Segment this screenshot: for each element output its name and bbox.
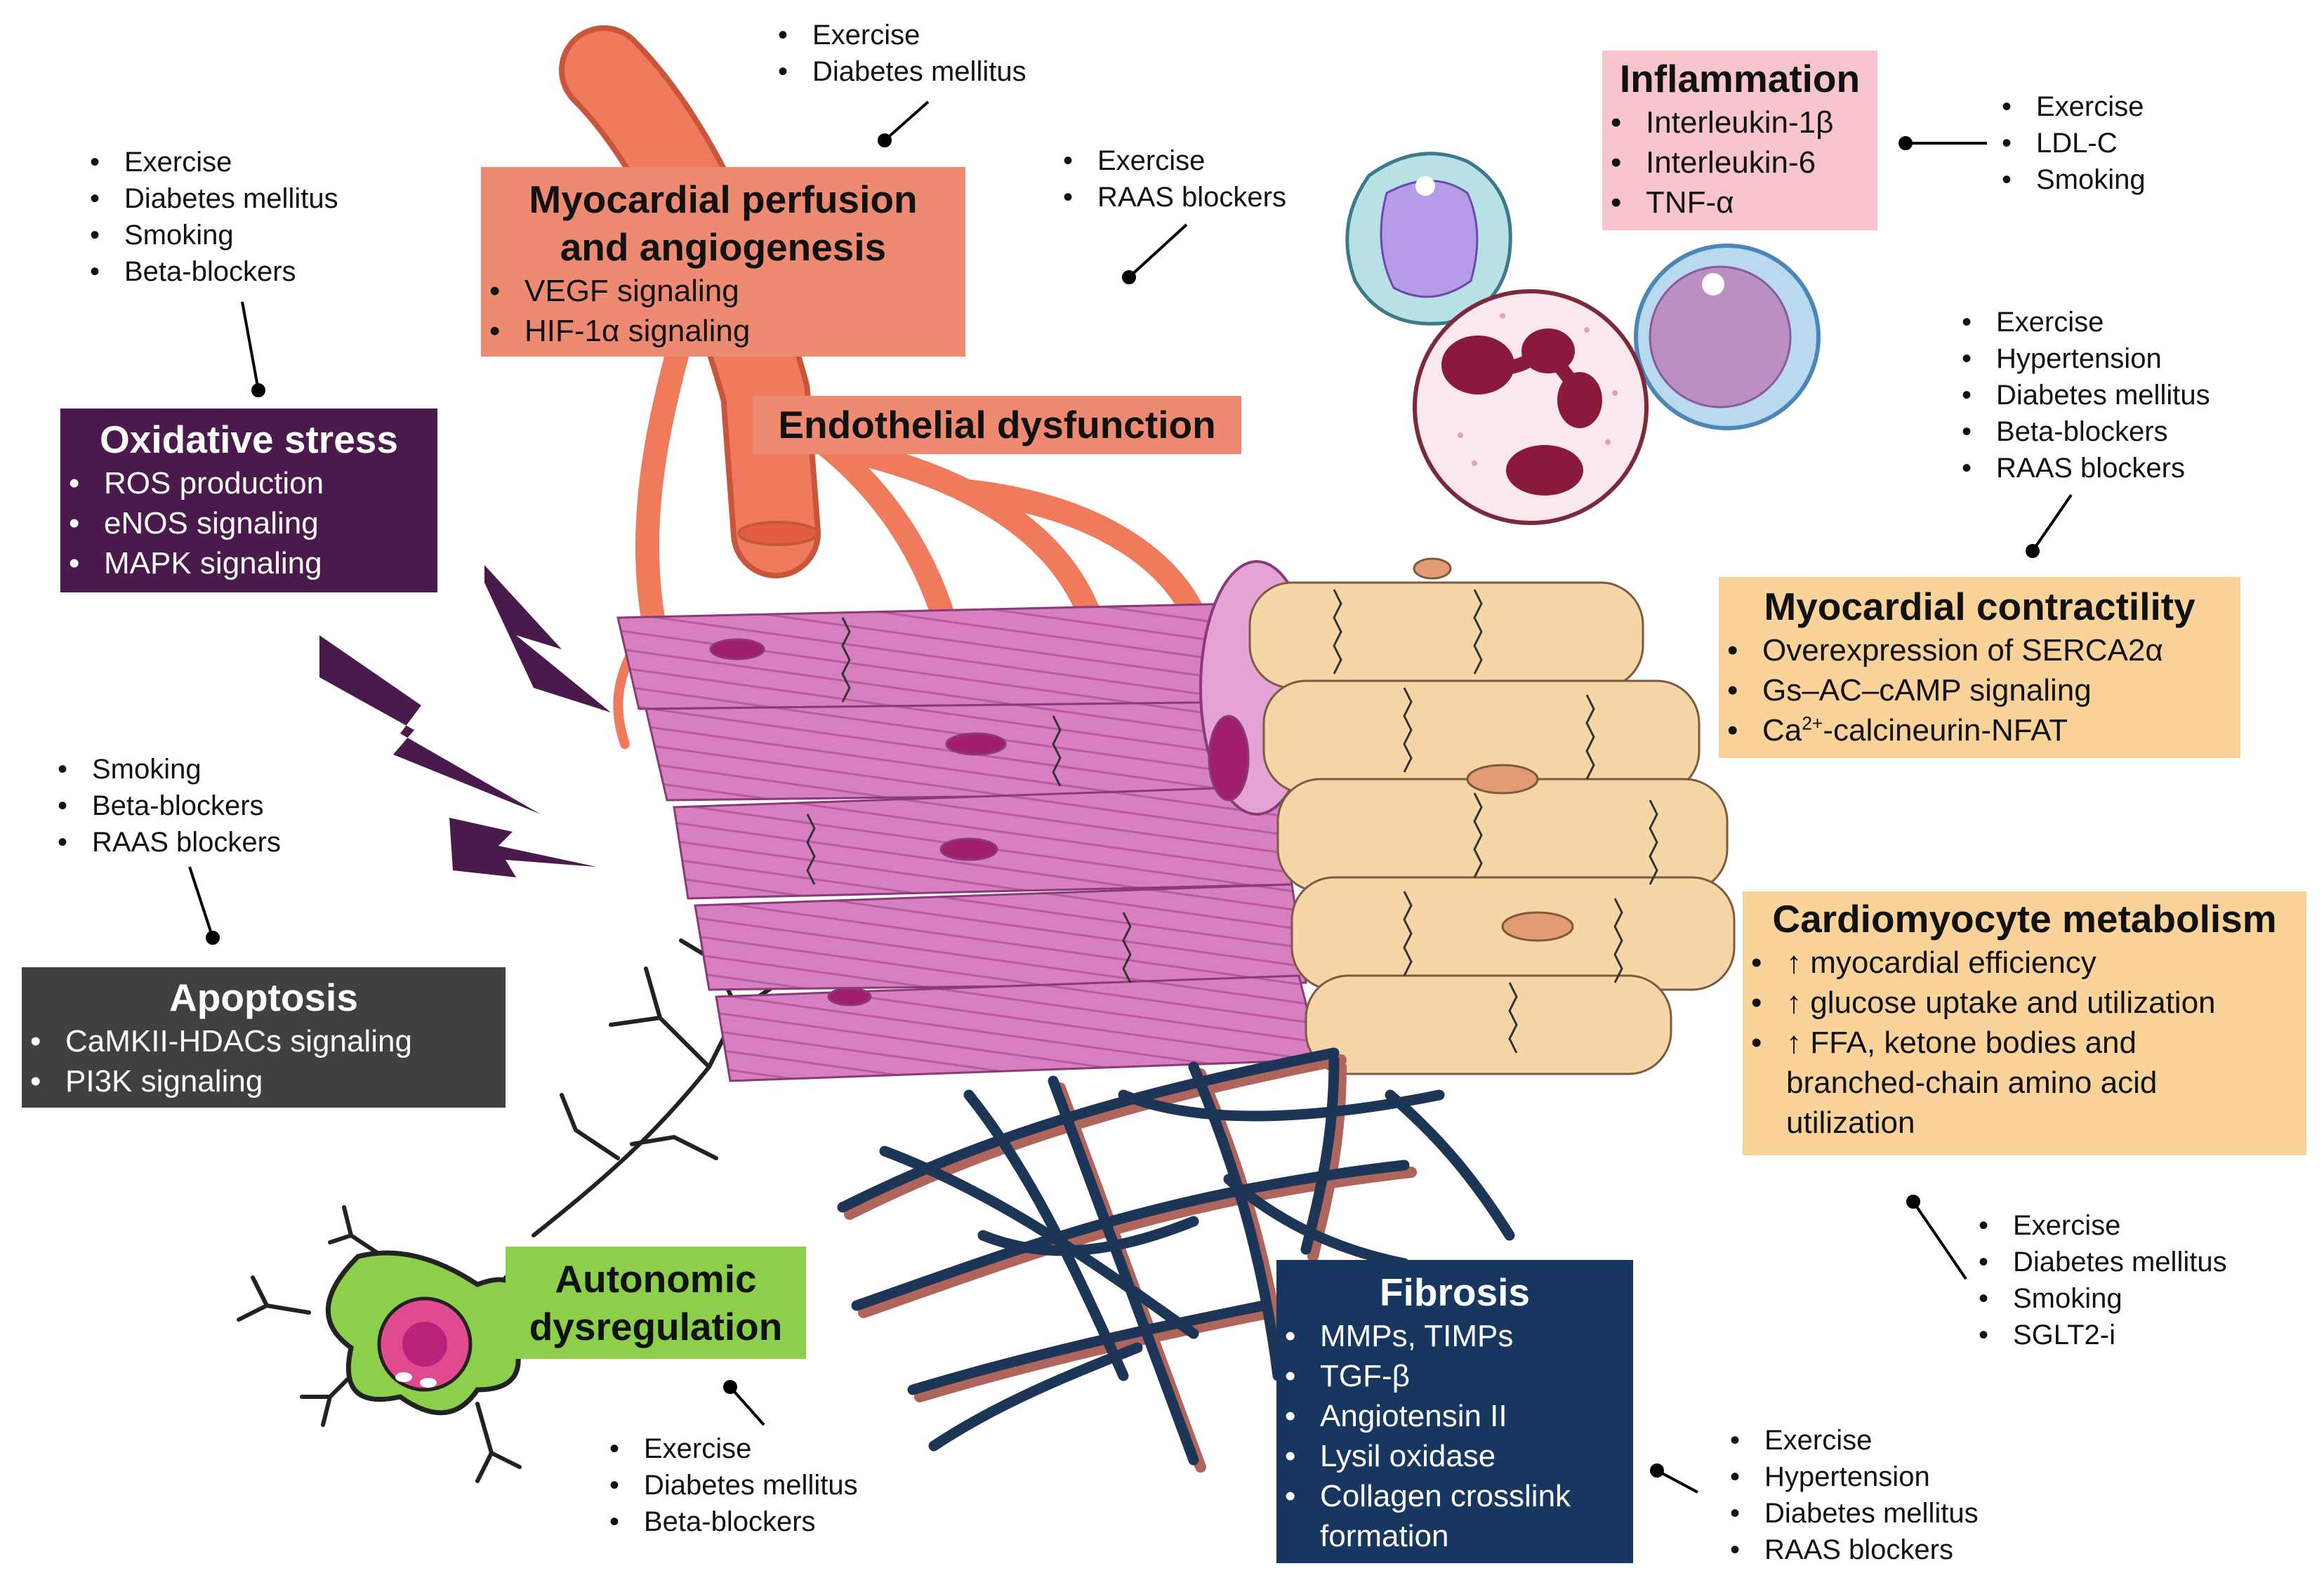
neuron-cell-icon xyxy=(326,1250,521,1416)
list-item-continuation: branched-chain amino acid xyxy=(1786,1065,2158,1100)
endothelial-factors-list: Exercise RAAS blockers xyxy=(1059,142,1286,215)
metabolism-title: Cardiomyocyte metabolism xyxy=(1772,897,2277,941)
contractility-title: Myocardial contractility xyxy=(1764,585,2196,628)
factor-item: Exercise xyxy=(1998,88,2146,125)
calcium-prefix: Ca xyxy=(1762,713,1802,748)
factor-item: RAAS blockers xyxy=(1059,179,1286,215)
factor-item: RAAS blockers xyxy=(53,824,281,861)
list-item: eNOS signaling xyxy=(60,503,437,543)
factor-item: Exercise xyxy=(1957,304,2210,340)
apoptosis-box: Apoptosis CaMKII-HDACs signaling PI3K si… xyxy=(22,967,506,1108)
perfusion-title-line2: and angiogenesis xyxy=(560,225,887,269)
contractility-factors-list: Exercise Hypertension Diabetes mellitus … xyxy=(1957,304,2210,486)
list-item: Collagen crosslink xyxy=(1276,1476,1633,1516)
factor-item: Diabetes mellitus xyxy=(1726,1495,1979,1532)
fibrosis-factors-list: Exercise Hypertension Diabetes mellitus … xyxy=(1726,1422,1979,1568)
factor-item: Exercise xyxy=(1059,142,1286,179)
autonomic-title-line2: dysregulation xyxy=(529,1305,783,1348)
list-item: MAPK signaling xyxy=(60,543,437,583)
factor-item: Smoking xyxy=(1998,161,2146,198)
apoptosis-title: Apoptosis xyxy=(169,976,358,1019)
immune-cells-icon xyxy=(1345,152,1821,525)
inflammation-factors-list: Exercise LDL-C Smoking xyxy=(1998,88,2146,198)
factor-item: RAAS blockers xyxy=(1957,450,2210,486)
factor-item: Smoking xyxy=(53,751,281,788)
list-item: HIF-1α signaling xyxy=(481,311,965,351)
factor-item: RAAS blockers xyxy=(1726,1532,1979,1568)
factor-item: Smoking xyxy=(86,217,338,253)
factor-item: Exercise xyxy=(774,17,1026,53)
factor-item: Beta-blockers xyxy=(86,253,338,290)
factor-item: Diabetes mellitus xyxy=(605,1467,858,1503)
list-item: ROS production xyxy=(60,463,437,503)
list-item: Overexpression of SERCA2α xyxy=(1719,630,2240,670)
factor-item: Beta-blockers xyxy=(1957,413,2210,450)
factor-item: Diabetes mellitus xyxy=(1974,1244,2227,1280)
factor-item: Beta-blockers xyxy=(53,788,281,824)
contractility-box: Myocardial contractility Overexpression … xyxy=(1719,577,2240,758)
list-item: VEGF signaling xyxy=(481,271,965,311)
autonomic-title-line1: Autonomic xyxy=(555,1257,757,1301)
list-item: ↑ myocardial efficiency xyxy=(1743,943,2306,983)
factor-item: Beta-blockers xyxy=(605,1503,858,1540)
lightning-bolt-icon xyxy=(319,565,611,877)
factor-item: Exercise xyxy=(86,144,338,180)
autonomic-factors-list: Exercise Diabetes mellitus Beta-blockers xyxy=(605,1430,858,1540)
cardiac-muscle-cut-section xyxy=(616,560,1321,1082)
factor-item: Exercise xyxy=(1726,1422,1979,1459)
connector-lines xyxy=(188,100,2073,1494)
perfusion-factors-list: Exercise Diabetes mellitus xyxy=(774,17,1026,90)
factor-item: LDL-C xyxy=(1998,125,2146,161)
apoptosis-factors-list: Smoking Beta-blockers RAAS blockers xyxy=(53,751,281,861)
calcineurin-text: calcineurin-NFAT xyxy=(1833,713,2068,748)
list-item: CaMKII-HDACs signaling xyxy=(22,1021,506,1061)
collagen-mesh-icon xyxy=(837,1047,1515,1473)
oxidative-stress-box: Oxidative stress ROS production eNOS sig… xyxy=(60,409,437,592)
factor-item: Diabetes mellitus xyxy=(774,53,1026,90)
list-item-continuation: utilization xyxy=(1786,1106,1915,1140)
list-item: TNF-α xyxy=(1602,182,1877,223)
factor-item: SGLT2-i xyxy=(1974,1317,2227,1353)
list-item: ↑ glucose uptake and utilization xyxy=(1743,983,2306,1023)
list-item: Interleukin-1β xyxy=(1602,102,1877,142)
inflammation-title: Inflammation xyxy=(1619,57,1861,100)
cardiac-muscle-fibers xyxy=(806,557,1736,1075)
calcium-dash: - xyxy=(1823,713,1833,748)
endothelial-title: Endothelial dysfunction xyxy=(778,403,1216,446)
factor-item: Smoking xyxy=(1974,1280,2227,1317)
calcium-charge: 2+ xyxy=(1802,712,1823,734)
list-item: MMPs, TIMPs xyxy=(1276,1316,1633,1356)
list-item-continuation: formation xyxy=(1320,1519,1449,1553)
list-item: Gs–AC–cAMP signaling xyxy=(1719,670,2240,710)
list-item: Lysil oxidase xyxy=(1276,1436,1633,1476)
list-item: Angiotensin II xyxy=(1276,1396,1633,1436)
oxidative-factors-list: Exercise Diabetes mellitus Smoking Beta-… xyxy=(86,144,338,290)
inflammation-box: Inflammation Interleukin-1β Interleukin-… xyxy=(1602,51,1877,230)
list-item: Interleukin-6 xyxy=(1602,142,1877,182)
factor-item: Hypertension xyxy=(1726,1459,1979,1495)
metabolism-factors-list: Exercise Diabetes mellitus Smoking SGLT2… xyxy=(1974,1207,2227,1353)
list-item: ↑ FFA, ketone bodies and xyxy=(1743,1023,2306,1063)
factor-item: Exercise xyxy=(1974,1207,2227,1244)
factor-item: Diabetes mellitus xyxy=(86,180,338,217)
perfusion-title-line1: Myocardial perfusion xyxy=(529,178,918,221)
list-item: PI3K signaling xyxy=(22,1061,506,1101)
cardiomyocyte-metabolism-box: Cardiomyocyte metabolism ↑ myocardial ef… xyxy=(1743,891,2306,1155)
factor-item: Exercise xyxy=(605,1430,858,1467)
factor-item: Diabetes mellitus xyxy=(1957,377,2210,413)
list-item: TGF-β xyxy=(1276,1356,1633,1396)
fibrosis-title: Fibrosis xyxy=(1380,1270,1530,1314)
list-item: Ca2+-calcineurin-NFAT xyxy=(1719,710,2240,750)
factor-item: Hypertension xyxy=(1957,340,2210,377)
fibrosis-box: Fibrosis MMPs, TIMPs TGF-β Angiotensin I… xyxy=(1276,1260,1633,1563)
endothelial-dysfunction-box: Endothelial dysfunction xyxy=(753,396,1241,454)
oxidative-stress-title: Oxidative stress xyxy=(100,418,398,461)
